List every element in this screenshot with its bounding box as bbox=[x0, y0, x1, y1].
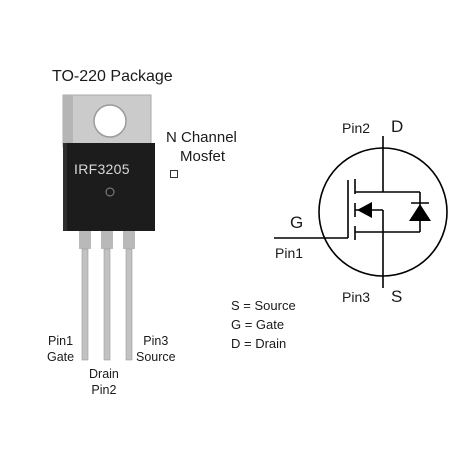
legend-source: S = Source bbox=[231, 298, 296, 313]
pin2-name: Drain bbox=[89, 367, 119, 381]
drain-pin-label: Pin2 bbox=[342, 120, 371, 136]
pin3-number: Pin3 bbox=[143, 334, 169, 348]
lead-pin2 bbox=[103, 248, 111, 361]
legend-gate: G = Gate bbox=[231, 317, 285, 332]
pin3-label: Pin3 Source bbox=[136, 333, 176, 365]
pin1-label: Pin1 Gate bbox=[47, 333, 74, 365]
legend-drain: D = Drain bbox=[231, 336, 287, 351]
lead-pin3 bbox=[125, 248, 133, 361]
body-arrow bbox=[357, 202, 372, 218]
lead-pin1 bbox=[81, 248, 89, 361]
diode-triangle bbox=[409, 204, 431, 221]
gate-pin-label: Pin1 bbox=[275, 245, 304, 261]
pin2-label: Drain Pin2 bbox=[89, 366, 119, 398]
package-title: TO-220 Package bbox=[52, 68, 173, 85]
part-number: IRF3205 bbox=[74, 161, 130, 177]
source-letter: S bbox=[391, 287, 403, 306]
pin1-number: Pin1 bbox=[48, 334, 74, 348]
channel-type-label: N Channel bbox=[166, 129, 237, 146]
body-dot bbox=[105, 187, 115, 197]
device-type-label: Mosfet bbox=[180, 148, 226, 165]
drain-letter: D bbox=[391, 117, 404, 136]
gate-letter: G bbox=[290, 213, 304, 232]
lead-shoulder-3 bbox=[123, 231, 135, 249]
pin2-number: Pin2 bbox=[91, 383, 117, 397]
body-edge bbox=[63, 143, 67, 231]
lead-shoulder-2 bbox=[101, 231, 113, 249]
mounting-hole bbox=[93, 104, 127, 138]
source-pin-label: Pin3 bbox=[342, 289, 371, 305]
legend: S = Source G = Gate D = Drain bbox=[231, 296, 296, 353]
small-square-marker bbox=[170, 170, 178, 178]
lead-shoulder-1 bbox=[79, 231, 91, 249]
tab-shading bbox=[63, 95, 73, 147]
pin1-name: Gate bbox=[47, 350, 75, 364]
transistor-body bbox=[63, 143, 155, 231]
pin3-name: Source bbox=[136, 350, 176, 364]
